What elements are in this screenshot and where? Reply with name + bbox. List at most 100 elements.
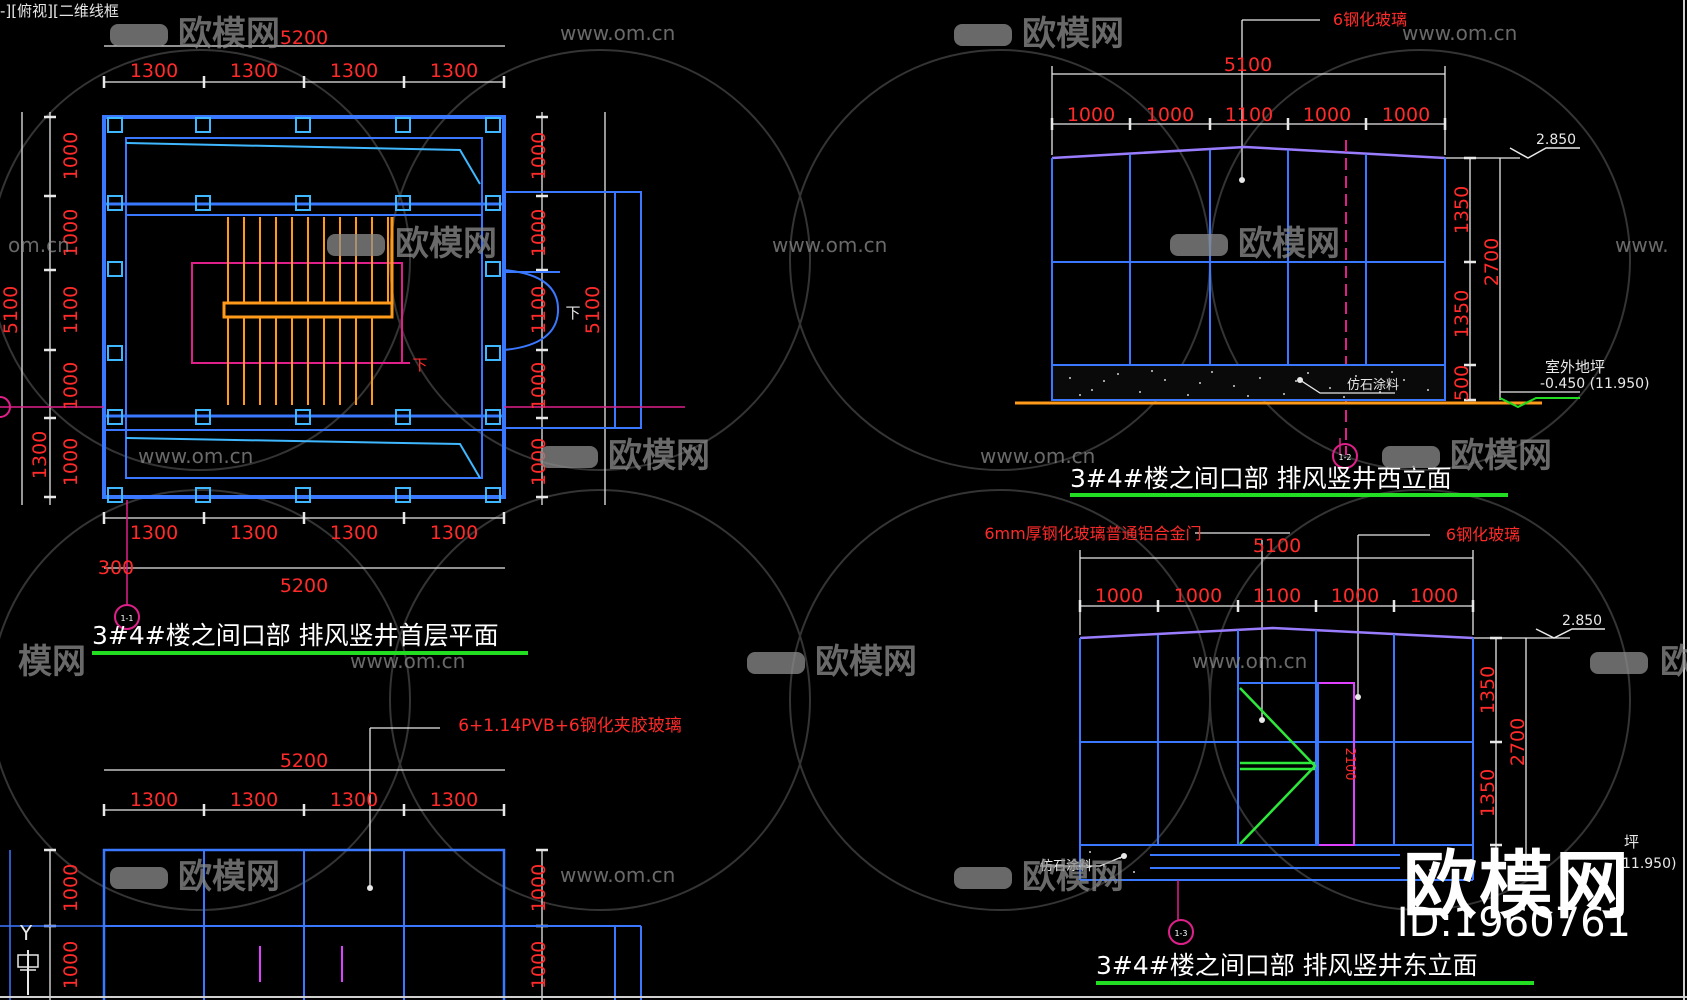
stair-opening bbox=[191, 262, 403, 364]
plan-door-down: 下 bbox=[565, 304, 580, 322]
west-level-top: 2.850 bbox=[1536, 132, 1576, 148]
east-top-seg: 1000 bbox=[1174, 585, 1222, 607]
plan2-left-seg: 1000 bbox=[60, 864, 82, 912]
plan2-glass-note: 6+1.14PVB+6钢化夹胶玻璃 bbox=[458, 716, 682, 736]
plan-left-total: 5100 bbox=[0, 286, 22, 334]
west-marker: 1-2 bbox=[1338, 453, 1351, 462]
plan-stair-down: 下 bbox=[412, 356, 427, 374]
watermark-circles bbox=[0, 49, 1631, 911]
watermark-url: www.om.cn bbox=[560, 21, 675, 45]
watermark-url: www.om.cn bbox=[1402, 21, 1517, 45]
plan-dimensions: 5200 1300 1300 1300 1300 1300 1300 1300 … bbox=[0, 27, 604, 597]
plan2-top-seg: 1300 bbox=[330, 789, 378, 811]
west-right-dim: 500 bbox=[1451, 365, 1473, 401]
west-elevation-view: 1-2 bbox=[1015, 19, 1580, 469]
watermarks: 欧模网 欧模网 欧模网 欧模网 欧模网 欧模网 欧模网 欧模网 欧模网 模网 欧… bbox=[8, 14, 1687, 897]
watermark-logo: 欧模网 bbox=[1022, 857, 1124, 897]
plan2-dimensions: 6+1.14PVB+6钢化夹胶玻璃 5200 1300 1300 1300 13… bbox=[60, 716, 682, 989]
watermark-url: www.om.cn bbox=[138, 444, 253, 468]
watermark-sofa-icons bbox=[110, 24, 1648, 889]
east-ground-partial: 坪 bbox=[1624, 833, 1639, 851]
plan-top-seg: 1300 bbox=[430, 60, 478, 82]
plan-right-seg: 1000 bbox=[528, 362, 550, 410]
west-top-total: 5100 bbox=[1224, 54, 1272, 76]
east-top-seg: 1000 bbox=[1331, 585, 1379, 607]
east-glass-note: 6钢化玻璃 bbox=[1446, 525, 1520, 544]
plan-bottom-seg: 1300 bbox=[430, 522, 478, 544]
west-ground-label: 室外地坪 bbox=[1545, 358, 1605, 376]
plan-left-seg: 1000 bbox=[60, 362, 82, 410]
west-elevation-notes: 2.850 室外地坪 -0.450 (11.950) 仿石涂料 bbox=[1347, 132, 1650, 393]
watermark-logo: 欧模网 bbox=[815, 642, 917, 682]
watermark-logo: 欧模网 bbox=[1450, 436, 1552, 476]
east-stone-note: 仿石涂料 bbox=[1040, 858, 1092, 874]
east-top-seg: 1000 bbox=[1095, 585, 1143, 607]
west-top-seg: 1100 bbox=[1225, 104, 1273, 126]
east-elevation-dimensions: 6mm厚钢化玻璃普通铝合金门 6钢化玻璃 5100 1000 1000 1100… bbox=[984, 524, 1529, 817]
west-glass-note: 6钢化玻璃 bbox=[1333, 10, 1407, 29]
plan-left-seg: 1000 bbox=[60, 209, 82, 257]
plan-top-seg: 1300 bbox=[230, 60, 278, 82]
plan2-right-seg: 1000 bbox=[528, 941, 550, 989]
watermark-logo: 欧模网 bbox=[1238, 224, 1340, 264]
plan-right-seg: 1000 bbox=[528, 209, 550, 257]
plan-title: 3#4#楼之间口部 排风竖井首层平面 bbox=[92, 621, 499, 650]
plan-top-seg: 1300 bbox=[130, 60, 178, 82]
plan-left-seg: 1100 bbox=[60, 286, 82, 334]
east-marker: 1-3 bbox=[1174, 929, 1187, 938]
watermark-url: www.om.cn bbox=[772, 233, 887, 257]
east-ground-level-partial: 11.950) bbox=[1622, 856, 1676, 872]
east-top-seg: 1000 bbox=[1410, 585, 1458, 607]
brand-logo: 欧模网 bbox=[1403, 843, 1631, 929]
brand-id: ID:1960761 bbox=[1396, 900, 1631, 946]
watermark-logo: 欧模网 bbox=[178, 857, 280, 897]
west-elevation-title: 3#4#楼之间口部 排风竖井西立面 bbox=[1070, 464, 1452, 493]
west-stone-note: 仿石涂料 bbox=[1347, 377, 1399, 393]
east-door-note: 6mm厚钢化玻璃普通铝合金门 bbox=[984, 524, 1201, 543]
watermark-logo: 欧模网 bbox=[1022, 14, 1124, 54]
plan-right-seg: 1100 bbox=[528, 286, 550, 334]
watermark-logo: 欧模网 bbox=[395, 224, 497, 264]
east-elevation-title: 3#4#楼之间口部 排风竖井东立面 bbox=[1096, 951, 1478, 980]
viewport-label[interactable]: -][俯视][二维线框 bbox=[0, 2, 119, 20]
west-right-dim: 1350 bbox=[1451, 290, 1473, 338]
plan2-top-seg: 1300 bbox=[430, 789, 478, 811]
watermark-partial-url: om.cn bbox=[8, 233, 70, 257]
west-top-seg: 1000 bbox=[1146, 104, 1194, 126]
east-right-total: 2700 bbox=[1507, 718, 1529, 766]
watermark-right-partial-url: www. bbox=[1615, 233, 1669, 257]
plan-view: 1-1 bbox=[0, 45, 685, 630]
watermark-logo: 欧模网 bbox=[608, 436, 710, 476]
east-elevation-view: 1-3 bbox=[1040, 532, 1605, 945]
watermark-right-partial-logo: 欧 bbox=[1660, 642, 1687, 682]
watermark-url: www.om.cn bbox=[1192, 649, 1307, 673]
east-level-top: 2.850 bbox=[1562, 613, 1602, 629]
plan-bottom-seg: 1300 bbox=[130, 522, 178, 544]
east-right-dim: 1350 bbox=[1477, 769, 1499, 817]
plan-right-total: 5100 bbox=[582, 286, 604, 334]
plan2-left-seg: 1000 bbox=[60, 941, 82, 989]
watermark-url: www.om.cn bbox=[560, 863, 675, 887]
ucs-axis-label: Y bbox=[19, 921, 33, 945]
plan2-top-total: 5200 bbox=[280, 750, 328, 772]
plan-bottom-seg: 1300 bbox=[230, 522, 278, 544]
watermark-url: www.om.cn bbox=[350, 649, 465, 673]
west-elevation-dimensions: 6钢化玻璃 5100 1000 1000 1100 1000 1000 1350… bbox=[1067, 10, 1503, 401]
plan2-right-seg: 1000 bbox=[528, 864, 550, 912]
plan-right-seg: 1000 bbox=[528, 132, 550, 180]
watermark-partial-logo: 模网 bbox=[18, 642, 86, 682]
west-top-seg: 1000 bbox=[1303, 104, 1351, 126]
west-right-dim: 1350 bbox=[1451, 186, 1473, 234]
plan-top-seg: 1300 bbox=[330, 60, 378, 82]
west-top-seg: 1000 bbox=[1067, 104, 1115, 126]
plan-bottom-total: 5200 bbox=[280, 575, 328, 597]
watermark-logo: 欧模网 bbox=[178, 14, 280, 54]
east-top-seg: 1100 bbox=[1253, 585, 1301, 607]
watermark-url: www.om.cn bbox=[980, 444, 1095, 468]
plan-bottom-seg: 1300 bbox=[330, 522, 378, 544]
stone-base bbox=[1051, 364, 1446, 401]
plan2-top-seg: 1300 bbox=[230, 789, 278, 811]
east-right-dim: 1350 bbox=[1477, 666, 1499, 714]
plan2-top-seg: 1300 bbox=[130, 789, 178, 811]
